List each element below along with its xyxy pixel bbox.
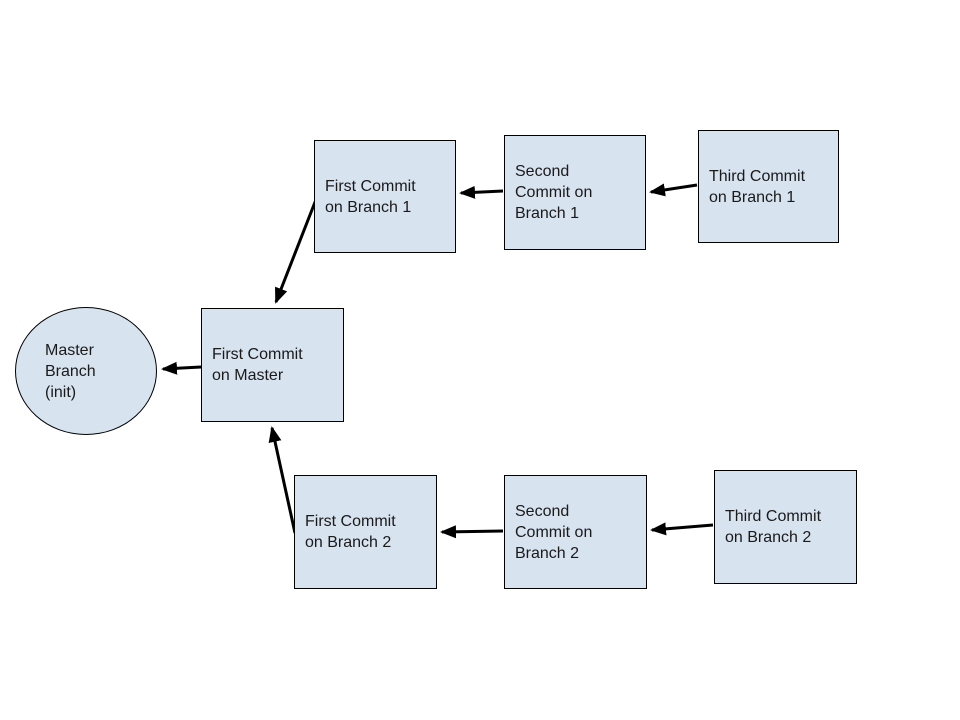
node-first-commit-branch1: First Commit on Branch 1 <box>314 140 456 253</box>
arrow-third-branch2-to-second-branch2 <box>650 522 714 536</box>
node-third-commit-branch2: Third Commit on Branch 2 <box>714 470 857 584</box>
node-second-commit-branch2: Second Commit on Branch 2 <box>504 475 647 589</box>
node-third-commit-branch2-label: Third Commit on Branch 2 <box>725 508 822 546</box>
arrow-second-branch1-to-first-branch1 <box>459 185 504 199</box>
arrow-second-branch2-to-first-branch2 <box>440 525 504 539</box>
node-second-commit-branch2-label: Second Commit on Branch 2 <box>515 502 593 562</box>
node-master-branch: Master Branch (init) <box>15 307 157 435</box>
node-second-commit-branch1-label: Second Commit on Branch 1 <box>515 163 593 222</box>
arrow-first-commit-master-to-master-branch <box>161 361 202 375</box>
node-third-commit-branch1: Third Commit on Branch 1 <box>698 130 839 243</box>
arrow-first-branch2-to-first-master <box>268 426 297 534</box>
arrow-third-branch1-to-second-branch1 <box>649 183 698 197</box>
node-first-commit-branch2-label: First Commit on Branch 2 <box>305 513 396 551</box>
node-first-commit-master: First Commit on Master <box>201 308 344 422</box>
node-first-commit-branch2: First Commit on Branch 2 <box>294 475 437 589</box>
node-master-branch-label: Master Branch (init) <box>45 341 96 401</box>
node-first-commit-master-label: First Commit on Master <box>212 346 303 384</box>
arrow-first-branch1-to-first-master <box>274 196 319 304</box>
node-second-commit-branch1: Second Commit on Branch 1 <box>504 135 646 250</box>
node-third-commit-branch1-label: Third Commit on Branch 1 <box>709 167 806 206</box>
node-first-commit-branch1-label: First Commit on Branch 1 <box>325 177 416 216</box>
